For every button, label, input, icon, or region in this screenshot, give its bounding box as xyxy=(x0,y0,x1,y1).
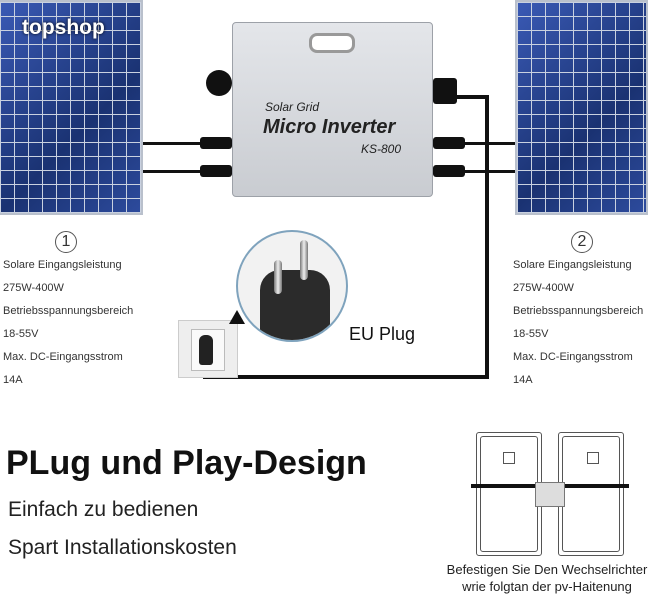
micro-inverter: Solar Grid Micro Inverter KS-800 xyxy=(232,22,433,197)
spec-line: 275W-400W xyxy=(513,282,574,294)
spec-line: Max. DC-Eingangsstrom xyxy=(3,351,123,363)
eu-plug-image xyxy=(236,230,348,342)
mc4-connector xyxy=(433,165,465,177)
ac-cable xyxy=(485,95,489,378)
inverter-model: KS-800 xyxy=(361,142,402,156)
spec-line: Solare Eingangsleistung xyxy=(3,259,122,271)
inverter-title: Micro Inverter xyxy=(263,116,396,138)
dc-cable xyxy=(143,170,233,173)
solar-panel-left xyxy=(0,0,143,215)
spec-list-1: Solare Eingangsleistung 275W-400W Betrie… xyxy=(3,254,133,392)
spec-line: Betriebsspannungsbereich xyxy=(513,305,644,317)
pointer-triangle xyxy=(229,310,245,324)
spec-line: 14A xyxy=(3,374,23,386)
spec-line: Solare Eingangsleistung xyxy=(513,259,632,271)
inverter-label: Solar Grid xyxy=(265,100,320,114)
mc4-connector xyxy=(200,137,232,149)
caption-line-1: Befestigen Sie Den Wechselrichter xyxy=(446,562,648,577)
brand-logo: topshop xyxy=(22,16,105,39)
dc-cable xyxy=(433,170,515,173)
spec-list-2: Solare Eingangsleistung 275W-400W Betrie… xyxy=(513,254,643,392)
spec-line: Betriebsspannungsbereich xyxy=(3,305,134,317)
wall-socket xyxy=(178,320,238,378)
spec-line: Max. DC-Eingangsstrom xyxy=(513,351,633,363)
eu-plug-label: EU Plug xyxy=(349,324,416,344)
mc4-connector xyxy=(433,137,465,149)
spec-line: 275W-400W xyxy=(3,282,64,294)
feature-2: Spart Installationskosten xyxy=(8,536,237,559)
spec-line: 14A xyxy=(513,374,533,386)
inverter-handle xyxy=(309,33,355,53)
ac-cable xyxy=(455,95,489,99)
dc-cable xyxy=(143,142,233,145)
dc-cable xyxy=(433,142,515,145)
number-badge-1: 1 xyxy=(55,231,77,253)
headline: PLug und Play-Design xyxy=(6,444,367,482)
feature-1: Einfach zu bedienen xyxy=(8,498,199,521)
ac-connector xyxy=(206,70,232,96)
number-badge-2: 2 xyxy=(571,231,593,253)
solar-panel-right xyxy=(515,0,648,215)
ac-cable xyxy=(203,375,489,379)
spec-line: 18-55V xyxy=(513,328,549,340)
mc4-connector xyxy=(200,165,232,177)
caption-line-2: wrie folgtan der pv-Haitenung xyxy=(462,579,632,594)
ac-connector xyxy=(433,78,457,104)
spec-line: 18-55V xyxy=(3,328,39,340)
